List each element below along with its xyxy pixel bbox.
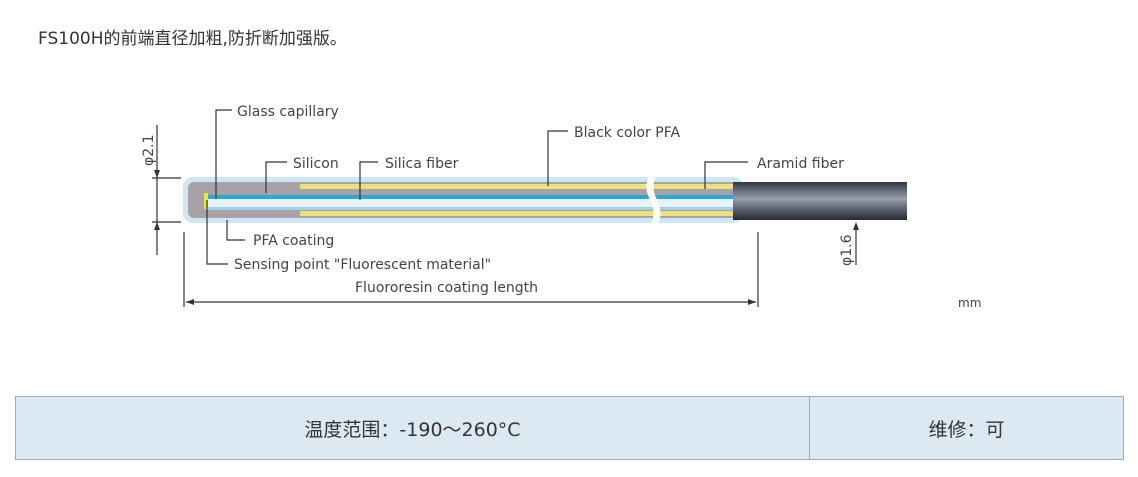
label-aramid-fiber: Aramid fiber [757, 156, 844, 172]
label-pfa-coating: PFA coating [253, 233, 334, 249]
label-silicon: Silicon [293, 156, 339, 172]
label-black-pfa: Black color PFA [574, 125, 680, 141]
break-mark [646, 174, 661, 226]
page-title: FS100H的前端直径加粗,防折断加强版。 [38, 29, 347, 49]
aramid-yellow-band [300, 184, 743, 189]
repair-cell: 维修：可 [928, 418, 1005, 441]
leader-lines [152, 109, 857, 307]
dimension-arrows [154, 170, 859, 305]
sensing-point [204, 193, 208, 209]
label-glass-capillary: Glass capillary [237, 104, 339, 120]
label-coating-length: Fluororesin coating length [355, 280, 538, 296]
temp-range-cell: 温度范围：-190～260°C [16, 397, 810, 459]
probe-body [183, 174, 907, 226]
dim-cable-diameter: φ1.6 [839, 234, 855, 266]
label-silica-fiber: Silica fiber [385, 156, 459, 172]
spec-table: 温度范围：-190～260°C 维修：可 [15, 396, 1124, 460]
label-sensing-point: Sensing point "Fluorescent material" [234, 257, 491, 273]
silica-fiber-line [205, 195, 743, 199]
unit-label: mm [958, 296, 981, 310]
cable [733, 182, 907, 220]
dim-tip-diameter: φ2.1 [141, 135, 157, 167]
